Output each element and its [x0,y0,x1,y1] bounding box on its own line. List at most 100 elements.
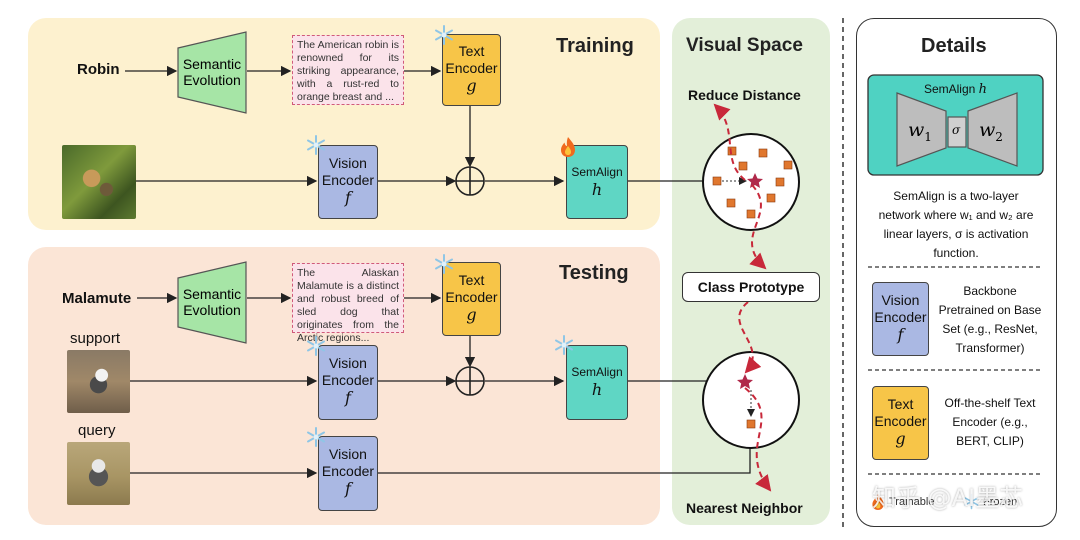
vision-encoder-query: Vision Encoder f [318,436,378,511]
semalign-training: SemAlign h [566,145,628,219]
details-vision-box: Vision Encoder f [872,282,929,356]
text-encoder-symbol: g [466,305,477,324]
semantic-evolution-line1: Semantic [182,56,242,72]
vision-encoder-line1: Vision [329,355,367,371]
text-encoder-line1: Text [458,272,485,288]
frozen-icon [307,427,325,447]
reduce-distance-label: Reduce Distance [688,87,801,103]
vision-encoder-line2: Encoder [321,372,375,388]
trainable-legend-label: Trainable [889,496,935,508]
frozen-legend-label: Frozen [983,496,1018,508]
trainable-icon [561,137,575,157]
vision-encoder-training: Vision Encoder f [318,145,378,219]
vision-encoder-symbol: f [345,188,351,207]
semalign-description: SemAlign is a two-layer network where w₁… [862,187,1050,263]
details-text-box: Text Encoder g [872,386,929,460]
frozen-icon [555,335,573,355]
details-title: Details [921,35,987,57]
semantic-evolution-line1: Semantic [182,286,242,302]
training-class-name: Robin [77,61,120,78]
vision-symbol: f [897,325,904,344]
text-encoder-training: Text Encoder g [442,34,501,106]
testing-title: Testing [559,262,629,284]
desc-line: linear layers, σ is activation [883,227,1029,241]
vision-encoder-line2: Encoder [321,463,375,479]
watermark: 知乎 @AI墨芯 [872,484,1024,512]
desc-line: Transformer) [955,341,1025,355]
text-encoder-line1: Text [458,43,485,59]
semantic-evolution-shape-testing [177,261,247,344]
text-encoder-testing: Text Encoder g [442,262,501,336]
w2-symbol: w [979,119,996,141]
activation-shape [947,116,967,148]
text-line2: Encoder [874,413,927,429]
semalign-label: SemAlign [571,365,623,379]
desc-line: Backbone [963,284,1017,298]
frozen-icon [435,25,453,45]
frozen-icon [307,135,325,155]
text-encoder-line2: Encoder [445,60,498,76]
testing-class-name: Malamute [62,290,132,307]
vision-encoder-support: Vision Encoder f [318,345,378,420]
query-label: query [78,422,116,439]
layer-w1-shape [896,92,947,167]
text-symbol: g [895,429,906,448]
vision-line2: Encoder [874,309,927,325]
prototype-curve [749,184,767,270]
w2-subscript: 2 [995,129,1003,144]
trainable-legend-icon [872,494,884,510]
semalign-symbol: h [591,180,603,199]
w1-subscript: 1 [924,129,932,144]
prototype-star-testing [737,374,753,389]
robin-photo [62,145,136,219]
semalign-symbol: h [591,380,603,399]
desc-line: function. [933,246,979,260]
base-samples [712,146,793,429]
vision-encoder-line2: Encoder [321,172,375,188]
desc-line: network where w₁ and w₂ are [878,208,1034,222]
text-description: Off-the-shelf Text Encoder (e.g., BERT, … [932,394,1048,451]
text-encoder-symbol: g [466,76,477,95]
desc-line: BERT, CLIP) [956,434,1024,448]
query-photo [67,442,130,505]
prototype-star-training [747,173,763,188]
semantic-evolution-line2: Evolution [183,72,241,88]
support-photo [67,350,130,413]
class-description-training: The American robin is renowned for its s… [292,35,404,105]
desc-line: Off-the-shelf Text [944,396,1036,410]
semantic-evolution-shape-training [177,31,247,114]
desc-line: SemAlign is a two-layer [893,189,1019,203]
frozen-icon [435,254,453,274]
semantic-evolution-label-training: Semantic Evolution [178,56,246,88]
frozen-icon [307,336,325,356]
frozen-legend-icon [964,493,979,510]
visual-space-title: Visual Space [686,35,803,56]
semantic-evolution-line2: Evolution [183,302,241,318]
vision-encoder-line1: Vision [329,155,367,171]
details-semalign-symbol: h [978,82,988,97]
semantic-evolution-label-testing: Semantic Evolution [178,286,246,318]
layer-w2-label: w2 [979,119,1003,144]
nearest-neighbor-curve [744,387,772,492]
desc-line: Set (e.g., ResNet, [942,322,1038,336]
training-title: Training [556,35,634,57]
activation-label: σ [952,123,961,137]
layer-w2-shape [967,92,1018,167]
class-description-testing: The Alaskan Malamute is a distinct and r… [292,263,404,344]
details-semalign-title: SemAlign h [868,82,1043,97]
nearest-neighbor-label: Nearest Neighbor [686,500,803,516]
w1-symbol: w [908,119,925,141]
desc-line: Pretrained on Base [938,303,1042,317]
vision-encoder-symbol: f [345,479,351,498]
vision-line1: Vision [881,292,920,308]
details-semalign-name: SemAlign [923,82,976,96]
reduce-distance-curve [713,103,746,181]
semalign-label: SemAlign [571,165,623,179]
support-label: support [70,330,121,347]
vision-encoder-line1: Vision [329,446,367,462]
class-prototype-box: Class Prototype [682,272,820,302]
semalign-testing: SemAlign h [566,345,628,420]
layer-w1-label: w1 [908,119,932,144]
text-line1: Text [887,396,914,412]
